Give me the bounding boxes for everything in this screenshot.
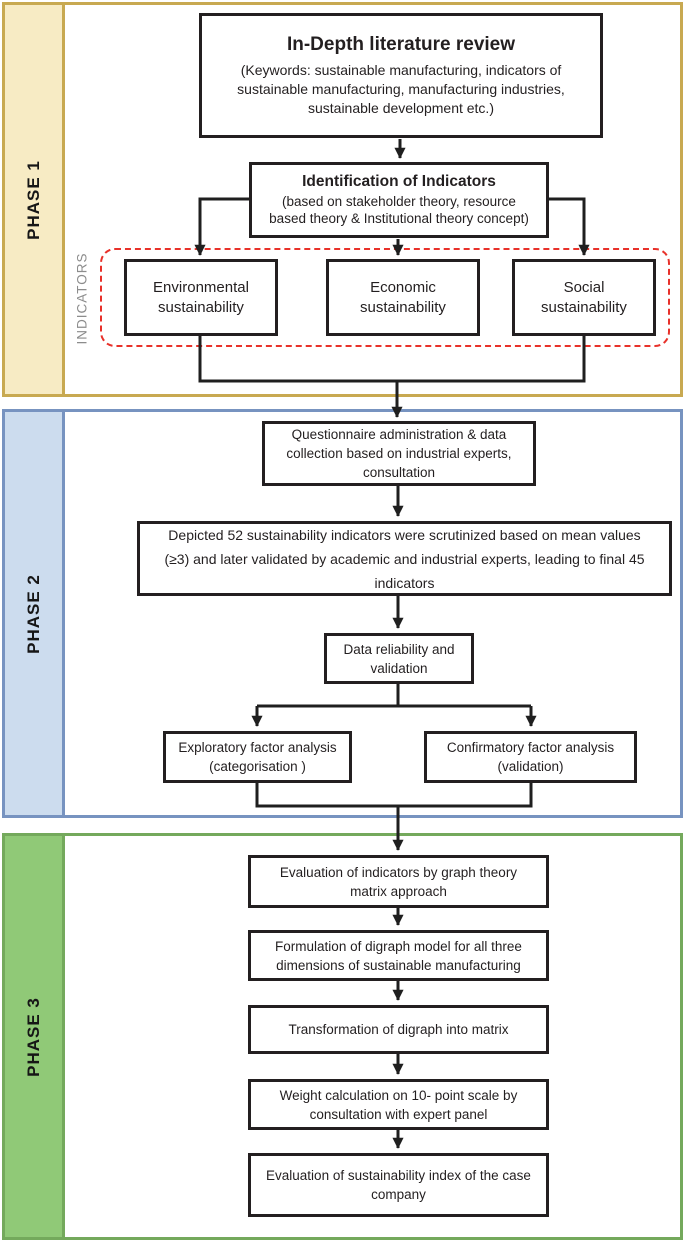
indicator-scrutiny-box: Depicted 52 sustainability indicators we…	[137, 521, 672, 596]
digraph-to-matrix-box: Transformation of digraph into matrix	[248, 1005, 549, 1054]
literature-review-keywords: (Keywords: sustainable manufacturing, in…	[237, 61, 565, 116]
phase-2-label: PHASE 2	[23, 573, 43, 654]
data-reliability-box: Data reliability and validation	[324, 633, 474, 684]
exploratory-factor-analysis-box: Exploratory factor analysis (categorisat…	[163, 731, 352, 783]
graph-theory-evaluation-box: Evaluation of indicators by graph theory…	[248, 855, 549, 908]
literature-review-title: In-Depth literature review	[286, 33, 516, 55]
phase-3-sidebar: PHASE 3	[5, 836, 65, 1237]
weight-calculation-box: Weight calculation on 10- point scale by…	[248, 1079, 549, 1130]
indicators-region-label-wrap: INDICATORS	[64, 250, 100, 346]
identification-title: Identification of Indicators	[302, 173, 496, 190]
indicators-region-label: INDICATORS	[74, 251, 90, 345]
economic-sustainability-box: Economic sustainability	[326, 259, 480, 336]
phase-3-label: PHASE 3	[23, 996, 43, 1077]
literature-review-box: In-Depth literature review (Keywords: su…	[199, 13, 603, 138]
identification-subtitle: (based on stakeholder theory, resource b…	[269, 194, 529, 226]
confirmatory-factor-analysis-box: Confirmatory factor analysis (validation…	[424, 731, 637, 783]
questionnaire-administration-box: Questionnaire administration & data coll…	[262, 421, 536, 486]
identification-of-indicators-box: Identification of Indicators (based on s…	[249, 162, 549, 238]
sustainability-index-box: Evaluation of sustainability index of th…	[248, 1153, 549, 1217]
phase-2-sidebar: PHASE 2	[5, 412, 65, 815]
environmental-sustainability-box: Environmental sustainability	[124, 259, 278, 336]
digraph-formulation-box: Formulation of digraph model for all thr…	[248, 930, 549, 981]
social-sustainability-box: Social sustainability	[512, 259, 656, 336]
phase-1-sidebar: PHASE 1	[5, 5, 65, 394]
phase-1-label: PHASE 1	[23, 159, 43, 240]
